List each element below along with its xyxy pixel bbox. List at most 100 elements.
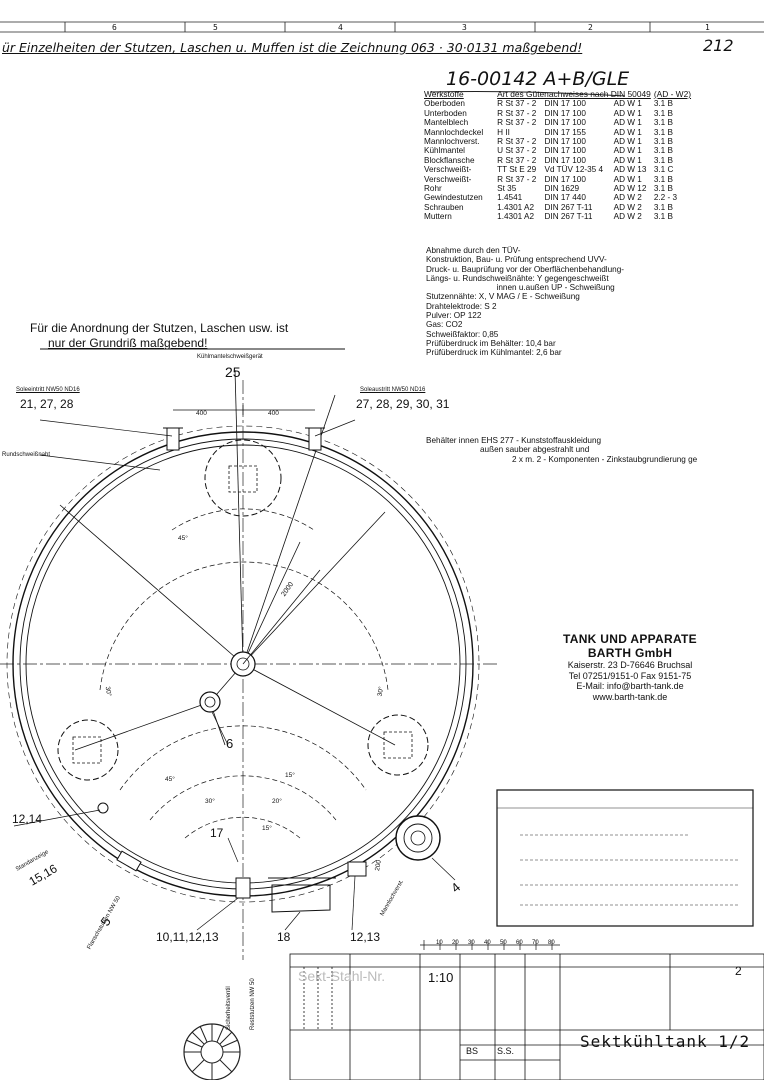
note-line: innen u.außen UP - Schweißung <box>426 283 615 293</box>
note-line: Prüfüberdruck im Behälter: 10,4 bar <box>426 338 556 348</box>
materials-cell: R St 37 - 2 <box>497 155 537 165</box>
company-name-line2: BARTH GmbH <box>587 646 673 660</box>
materials-cell: H II <box>497 127 510 137</box>
ruler-number: 6 <box>112 23 117 32</box>
company-address: Kaiserstr. 23 D-76646 Bruchsal <box>567 660 693 670</box>
materials-cell: AD W 1 <box>613 146 642 156</box>
dimension-arcs <box>99 508 389 839</box>
note-line: Druck- u. Bauprüfung vor der Oberflächen… <box>426 264 624 274</box>
company-phone: Tel 07251/9151-0 Fax 9151-75 <box>568 670 692 681</box>
bottom-fittings <box>97 802 441 913</box>
materials-cell: 3.1 B <box>653 184 673 194</box>
title-ruler-ticks <box>423 940 553 950</box>
materials-cell: AD W 1 <box>613 99 642 109</box>
materials-cell: AD W 1 <box>613 174 642 184</box>
materials-cell: R St 37 - 2 <box>497 118 537 128</box>
note-line: Drahtelektrode: S 2 <box>426 301 497 311</box>
note-line: Prüfüberdruck im Kühlmantel: 2,6 bar <box>426 348 562 358</box>
materials-cell: AD W 2 <box>613 202 642 212</box>
materials-cell: DIN 17 100 <box>544 99 586 109</box>
label-12-14: 12,14 <box>12 812 43 826</box>
materials-cell: AD W 1 <box>613 108 642 118</box>
angle-label: 15° <box>285 772 295 779</box>
materials-cell: AD W 1 <box>613 137 642 147</box>
materials-cell: Vd TÜV 12-35 4 <box>544 165 604 175</box>
materials-cell: 3.1 B <box>653 118 673 128</box>
ruler-number: 3 <box>462 23 467 32</box>
materials-cell: 1.4301 A2 <box>497 202 535 212</box>
label-25: 25 <box>225 364 241 380</box>
faded-stamp: Sekt-Stahl-Nr. <box>298 968 386 984</box>
title-ruler-value: 60 <box>516 940 523 946</box>
materials-cell: AD W 2 <box>613 212 642 222</box>
materials-cell: R St 37 - 2 <box>497 137 537 147</box>
materials-cell: Blockflansche <box>424 155 475 165</box>
weld-label: Rundschweißnaht <box>2 452 51 458</box>
company-name-line1: TANK UND APPARATE <box>563 632 697 646</box>
signature: BS <box>466 1046 479 1056</box>
materials-cell: DIN 17 100 <box>544 174 586 184</box>
materials-cell: 3.1 B <box>653 99 673 109</box>
materials-cell: U St 37 - 2 <box>497 146 537 156</box>
dim-400-right: 400 <box>268 410 279 417</box>
ruler-number: 5 <box>213 23 218 32</box>
title-ruler-value: 40 <box>484 940 491 946</box>
header-instruction: ür Einzelheiten der Stutzen, Laschen u. … <box>2 40 583 55</box>
label-10-13: 10,11,12,13 <box>156 930 219 944</box>
materials-cell: AD W 2 <box>613 193 642 203</box>
materials-cell: 3.1 B <box>653 137 673 147</box>
coating-line: außen sauber abgestrahlt und <box>480 445 590 455</box>
materials-cell: 3.1 B <box>653 174 673 184</box>
page-number: 212 <box>703 36 734 55</box>
angle-label: 30° <box>205 798 215 805</box>
materials-cell: 1.4541 <box>497 193 523 203</box>
title-ruler-value: 10 <box>436 940 443 946</box>
revision: S.S. <box>497 1046 515 1056</box>
left-nozzle-numbers: 21, 27, 28 <box>20 397 74 411</box>
materials-cell: 3.1 B <box>653 127 673 137</box>
materials-cell: DIN 17 155 <box>544 127 586 137</box>
drawing-note-line2: nur der Grundriß maßgebend! <box>48 336 208 350</box>
materials-cell: 3.1 B <box>653 108 673 118</box>
right-nozzle-header: Soleaustritt NW50 ND16 <box>360 387 426 393</box>
materials-cell: DIN 17 100 <box>544 155 586 165</box>
materials-cell: 3.1 B <box>653 146 673 156</box>
materials-cell: Unterboden <box>424 108 467 118</box>
materials-cell: Verschweißt- <box>424 174 472 184</box>
stamp-box <box>496 789 754 927</box>
materials-cell: Schrauben <box>424 202 464 212</box>
note-line: Schweißfaktor: 0,85 <box>426 329 499 339</box>
title-ruler-value: 30 <box>468 940 475 946</box>
handwritten-reference: 16-00142 A+B/GLE <box>446 68 630 90</box>
materials-cell: Rohr <box>424 184 442 194</box>
materials-cell: Oberboden <box>424 99 465 109</box>
note-line: Stutzennähte: X, V MAG / E - Schweißung <box>426 292 580 302</box>
fabrication-notes: Abnahme durch den TÜV- Konstruktion, Bau… <box>426 246 624 358</box>
angle-label: 45° <box>178 535 188 542</box>
dim-400-left: 400 <box>196 410 207 417</box>
materials-cell: 3.1 B <box>653 212 673 222</box>
label-6: 6 <box>226 736 234 751</box>
materials-cell: DIN 17 100 <box>544 146 586 156</box>
materials-cell: 3.1 B <box>653 202 673 212</box>
coating-line: Behälter innen EHS 277 - Kunststoffauskl… <box>426 436 602 445</box>
note-line: Pulver: OP 122 <box>426 311 482 321</box>
materials-cell: 3.1 B <box>653 155 673 165</box>
drawing-title: Sektkühltank 1/2 <box>580 1032 751 1051</box>
radius-dim <box>242 569 321 665</box>
note-line: Gas: CO2 <box>426 320 463 330</box>
manholes <box>57 439 429 781</box>
central-fittings <box>199 651 256 713</box>
top-nozzles <box>163 405 325 451</box>
materials-cell: Gewindestutzen <box>424 193 483 203</box>
round-stamp <box>183 1023 241 1080</box>
note-line: Konstruktion, Bau- u. Prüfung entspreche… <box>426 255 607 265</box>
